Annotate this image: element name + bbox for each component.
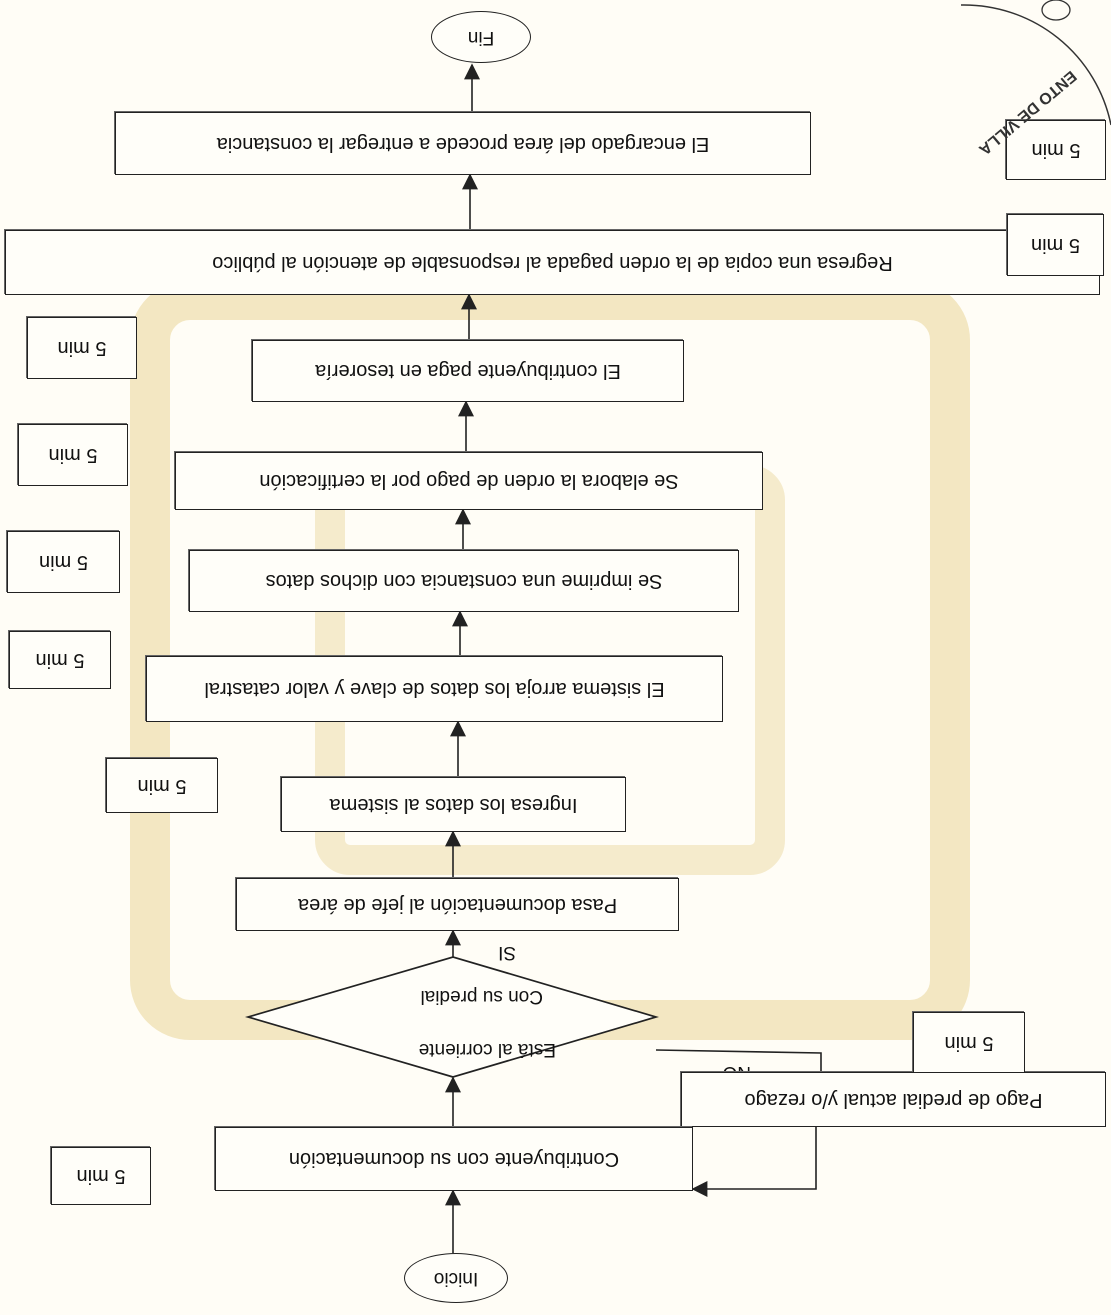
yes-label: SI xyxy=(498,942,516,963)
decision-diamond xyxy=(244,956,659,1078)
time-box-ingresa: 5 min xyxy=(106,758,218,813)
end-label: Fin xyxy=(467,27,495,48)
time-box-orden: 5 min xyxy=(18,424,128,486)
step-ingresa-datos: Ingresa los datos al sistema xyxy=(281,777,626,832)
step-entrega-constancia: El encargado del área procede a entregar… xyxy=(115,112,811,175)
time-box-start: 5 min xyxy=(51,1147,151,1205)
start-oval: Inicio xyxy=(404,1253,508,1303)
step-imprime-constancia: Se imprime una constancia con dichos dat… xyxy=(189,550,739,612)
step-regresa-copia: Regresa una copia de la orden pagada al … xyxy=(5,230,1100,295)
side-step-box: Pago de predial actual y/o rezago xyxy=(681,1072,1106,1127)
step-pasa-documentacion: Pasa documentación al jefe de área xyxy=(236,878,679,931)
time-box-sistema: 5 min xyxy=(9,631,111,689)
time-box-side: 5 min xyxy=(913,1012,1025,1073)
decision-text-line2: Con su predial xyxy=(420,986,543,1007)
step-contribuyente: Contribuyente con su documentación xyxy=(215,1127,693,1191)
start-label: Inicio xyxy=(433,1268,479,1289)
side-step-label: Pago de predial actual y/o rezago xyxy=(744,1089,1043,1111)
decision-text-line1: Está al corriente xyxy=(418,1039,556,1060)
time-box-paga: 5 min xyxy=(27,317,137,379)
step-elabora-orden: Se elabora la orden de pago por la certi… xyxy=(175,452,763,510)
time-box-imprime: 5 min xyxy=(7,531,120,593)
end-oval: Fin xyxy=(431,11,531,63)
step-paga-tesoreria: El contribuyente paga en tesorería xyxy=(252,340,684,402)
time-box-regresa: 5 min xyxy=(1007,214,1104,276)
flow-arrows xyxy=(445,63,829,1253)
time-box-entrega: 5 min xyxy=(1006,120,1106,180)
step-sistema-arroja: El sistema arroja los datos de clave y v… xyxy=(146,656,723,722)
